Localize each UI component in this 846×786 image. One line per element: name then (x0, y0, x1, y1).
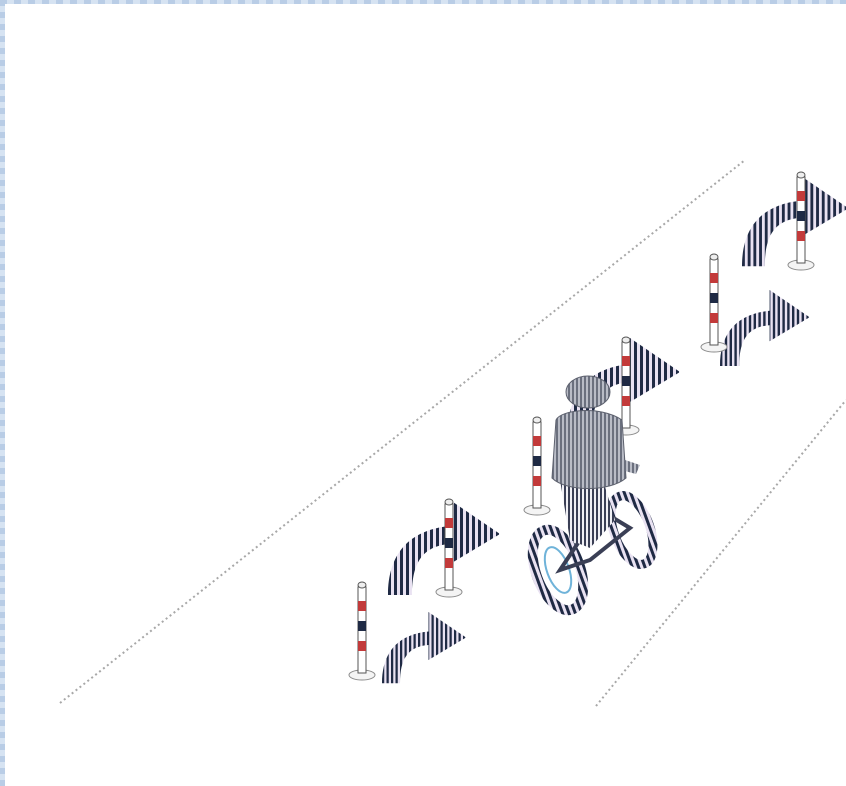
bollard-icon (701, 254, 727, 352)
curved-arrow-icon (388, 500, 500, 595)
bollard-icon (524, 417, 550, 515)
road-edge-right (596, 400, 846, 706)
cyclist-icon (523, 376, 661, 617)
curved-arrow-icon (382, 612, 466, 683)
curved-arrow-icon (720, 290, 810, 366)
bollard-icon (349, 582, 375, 680)
curved-arrow-icon (742, 176, 846, 266)
road-edge-left (60, 160, 745, 703)
